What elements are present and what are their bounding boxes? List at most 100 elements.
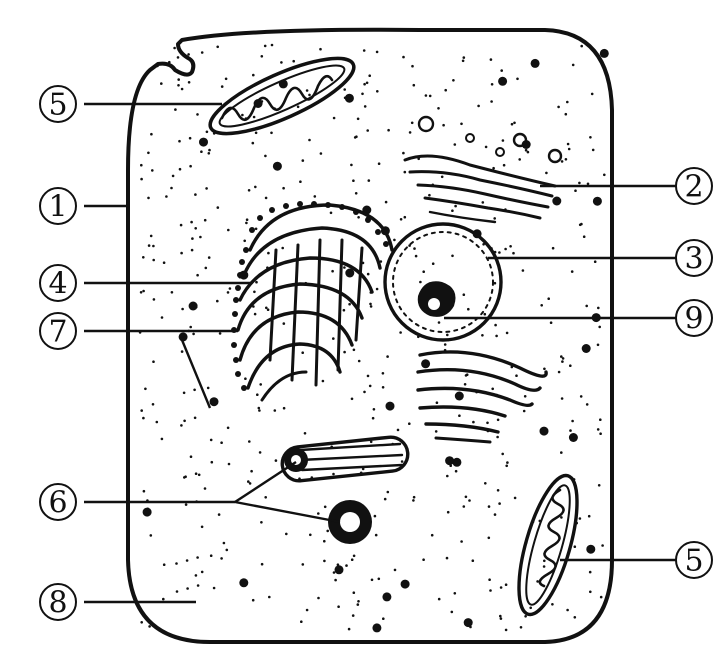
stipple-dot bbox=[603, 174, 606, 177]
stipple-dot bbox=[299, 180, 302, 183]
stipple-dot bbox=[419, 281, 422, 284]
stipple-dot bbox=[177, 84, 180, 87]
stipple-dot bbox=[520, 626, 523, 629]
stipple-dot bbox=[148, 625, 151, 628]
stipple-dot bbox=[598, 326, 601, 329]
stipple-dot bbox=[449, 464, 452, 467]
stipple-dot bbox=[177, 56, 180, 59]
stipple-dot bbox=[543, 368, 546, 371]
stipple-dot bbox=[260, 521, 263, 524]
stipple-dot bbox=[186, 559, 189, 562]
stipple-dot bbox=[582, 344, 591, 353]
stipple-dot bbox=[184, 475, 187, 478]
stipple-dot bbox=[292, 60, 295, 63]
stipple-dot bbox=[174, 108, 177, 111]
ribosome-dot bbox=[339, 204, 345, 210]
label-text: 9 bbox=[684, 302, 703, 337]
leader-6-b bbox=[235, 502, 340, 522]
stipple-dot bbox=[579, 517, 582, 520]
stipple-dot bbox=[227, 229, 230, 232]
stipple-dot bbox=[586, 545, 595, 554]
stipple-dot bbox=[382, 372, 385, 375]
stipple-dot bbox=[447, 511, 450, 514]
stipple-dot bbox=[401, 580, 410, 589]
stipple-dot bbox=[180, 424, 183, 427]
stipple-dot bbox=[522, 269, 525, 272]
stipple-dot bbox=[181, 88, 184, 91]
stipple-dot bbox=[529, 607, 532, 610]
stipple-dot bbox=[601, 544, 604, 547]
stipple-dot bbox=[189, 302, 198, 311]
stipple-dot bbox=[551, 603, 554, 606]
stipple-dot bbox=[196, 113, 199, 116]
label-6: 6 bbox=[40, 484, 76, 521]
stipple-dot bbox=[357, 600, 360, 603]
ribosome-dot bbox=[325, 202, 331, 208]
endoplasmic-reticulum-lower bbox=[418, 352, 546, 442]
stipple-dot bbox=[562, 357, 565, 360]
stipple-dot bbox=[494, 513, 497, 516]
stipple-dot bbox=[343, 266, 346, 269]
stipple-dot bbox=[477, 105, 480, 108]
stipple-dot bbox=[176, 590, 179, 593]
stipple-dot bbox=[140, 409, 143, 412]
stipple-dot bbox=[220, 441, 223, 444]
stipple-dot bbox=[462, 60, 465, 63]
stipple-dot bbox=[375, 534, 378, 537]
stipple-dot bbox=[201, 526, 204, 529]
stipple-dot bbox=[369, 385, 372, 388]
stipple-dot bbox=[355, 192, 358, 195]
stipple-dot bbox=[153, 298, 156, 301]
label-9: 9 bbox=[676, 300, 712, 337]
stipple-dot bbox=[363, 83, 366, 86]
stipple-dot bbox=[351, 398, 354, 401]
stipple-dot bbox=[484, 482, 487, 485]
stipple-dot bbox=[455, 392, 464, 401]
stipple-dot bbox=[253, 291, 256, 294]
stipple-dot bbox=[525, 149, 528, 152]
stipple-dot bbox=[201, 51, 204, 54]
stipple-dot bbox=[343, 351, 346, 354]
stipple-dot bbox=[352, 614, 355, 617]
stipple-dot bbox=[252, 599, 255, 602]
stipple-dot bbox=[445, 456, 454, 465]
stipple-dot bbox=[543, 565, 546, 568]
stipple-dot bbox=[358, 360, 361, 363]
stipple-dot bbox=[192, 333, 195, 336]
stipple-dot bbox=[357, 603, 360, 606]
stipple-dot bbox=[531, 59, 540, 68]
stipple-dot bbox=[543, 560, 546, 563]
stipple-dot bbox=[374, 515, 377, 518]
stipple-dot bbox=[261, 563, 264, 566]
stipple-dot bbox=[205, 267, 208, 270]
stipple-dot bbox=[211, 461, 214, 464]
stipple-dot bbox=[469, 626, 472, 629]
stipple-dot bbox=[308, 139, 311, 142]
stipple-dot bbox=[273, 162, 282, 171]
stipple-dot bbox=[415, 255, 418, 258]
mitochondrion-bottom bbox=[507, 470, 589, 621]
stipple-dot bbox=[208, 256, 211, 259]
stipple-dot bbox=[421, 359, 430, 368]
stipple-dot bbox=[454, 143, 457, 146]
stipple-dot bbox=[322, 380, 325, 383]
stipple-dot bbox=[367, 273, 370, 276]
stipple-dot bbox=[150, 235, 153, 238]
stipple-dot bbox=[319, 48, 322, 51]
stipple-dot bbox=[353, 555, 356, 558]
stipple-dot bbox=[431, 534, 434, 537]
stipple-dot bbox=[261, 55, 264, 58]
stipple-dot bbox=[228, 463, 231, 466]
stipple-dot bbox=[156, 65, 159, 68]
stipple-dot bbox=[185, 503, 188, 506]
stipple-dot bbox=[244, 377, 247, 380]
stipple-dot bbox=[353, 349, 356, 352]
stipple-dot bbox=[300, 620, 303, 623]
stipple-dot bbox=[460, 123, 463, 126]
stipple-dot bbox=[411, 65, 414, 68]
ribosome-dot bbox=[283, 203, 289, 209]
stipple-dot bbox=[179, 168, 182, 171]
stipple-dot bbox=[485, 146, 488, 149]
stipple-dot bbox=[264, 155, 267, 158]
